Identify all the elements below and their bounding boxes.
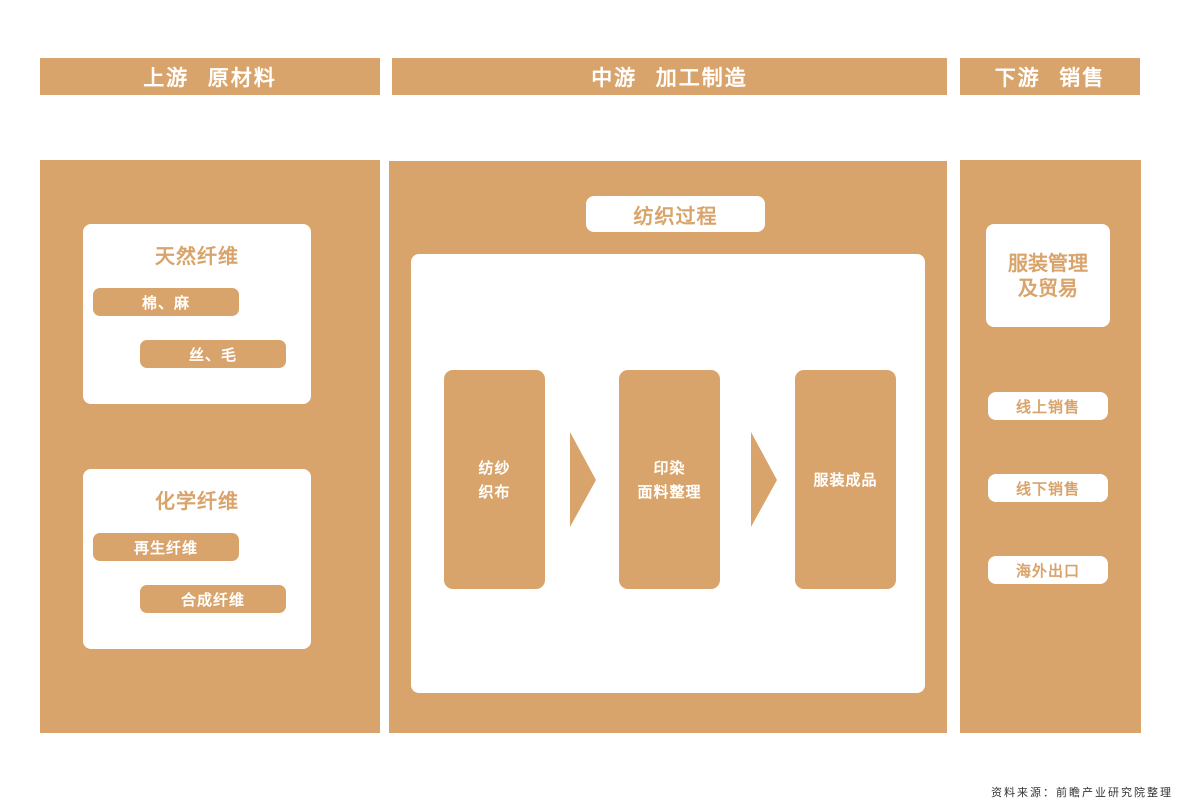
upstream-panel: 天然纤维 棉、麻 丝、毛 化学纤维 再生纤维 合成纤维 [40, 160, 380, 733]
midstream-panel: 纺织过程 纺纱 织布 印染 面料整理 服装成品 [389, 161, 947, 733]
garment-management-line-2: 及贸易 [1018, 275, 1078, 300]
arrow-right-icon [570, 432, 596, 527]
arrow-right-icon [751, 432, 777, 527]
natural-fiber-item-cotton-linen: 棉、麻 [93, 288, 239, 316]
chemical-fiber-card: 化学纤维 再生纤维 合成纤维 [83, 469, 311, 649]
midstream-header: 中游 加工制造 [392, 58, 947, 95]
step-2-line-2: 面料整理 [637, 482, 702, 501]
source-note: 资料来源：前瞻产业研究院整理 [991, 786, 1173, 799]
channel-export: 海外出口 [988, 556, 1108, 584]
step-spinning-weaving: 纺纱 织布 [444, 370, 545, 589]
step-finished-garment: 服装成品 [795, 370, 896, 589]
chemical-fiber-title: 化学纤维 [155, 489, 239, 513]
step-3-line-1: 服装成品 [813, 470, 878, 489]
chemical-fiber-item-synthetic: 合成纤维 [140, 585, 286, 613]
step-2-line-1: 印染 [653, 458, 686, 477]
natural-fiber-item-silk-wool: 丝、毛 [140, 340, 286, 368]
process-card: 纺纱 织布 印染 面料整理 服装成品 [411, 254, 925, 693]
process-title: 纺织过程 [586, 196, 765, 232]
channel-online: 线上销售 [988, 392, 1108, 420]
natural-fiber-title: 天然纤维 [155, 244, 239, 268]
step-dyeing-finishing: 印染 面料整理 [619, 370, 720, 589]
garment-management-card: 服装管理 及贸易 [986, 224, 1110, 327]
step-1-line-1: 纺纱 [478, 458, 511, 477]
downstream-header: 下游 销售 [960, 58, 1140, 95]
upstream-header: 上游 原材料 [40, 58, 380, 95]
chemical-fiber-item-regenerated: 再生纤维 [93, 533, 239, 561]
channel-offline: 线下销售 [988, 474, 1108, 502]
downstream-panel: 服装管理 及贸易 线上销售 线下销售 海外出口 [960, 160, 1141, 733]
natural-fiber-card: 天然纤维 棉、麻 丝、毛 [83, 224, 311, 404]
garment-management-line-1: 服装管理 [1008, 250, 1088, 275]
step-1-line-2: 织布 [478, 482, 511, 501]
